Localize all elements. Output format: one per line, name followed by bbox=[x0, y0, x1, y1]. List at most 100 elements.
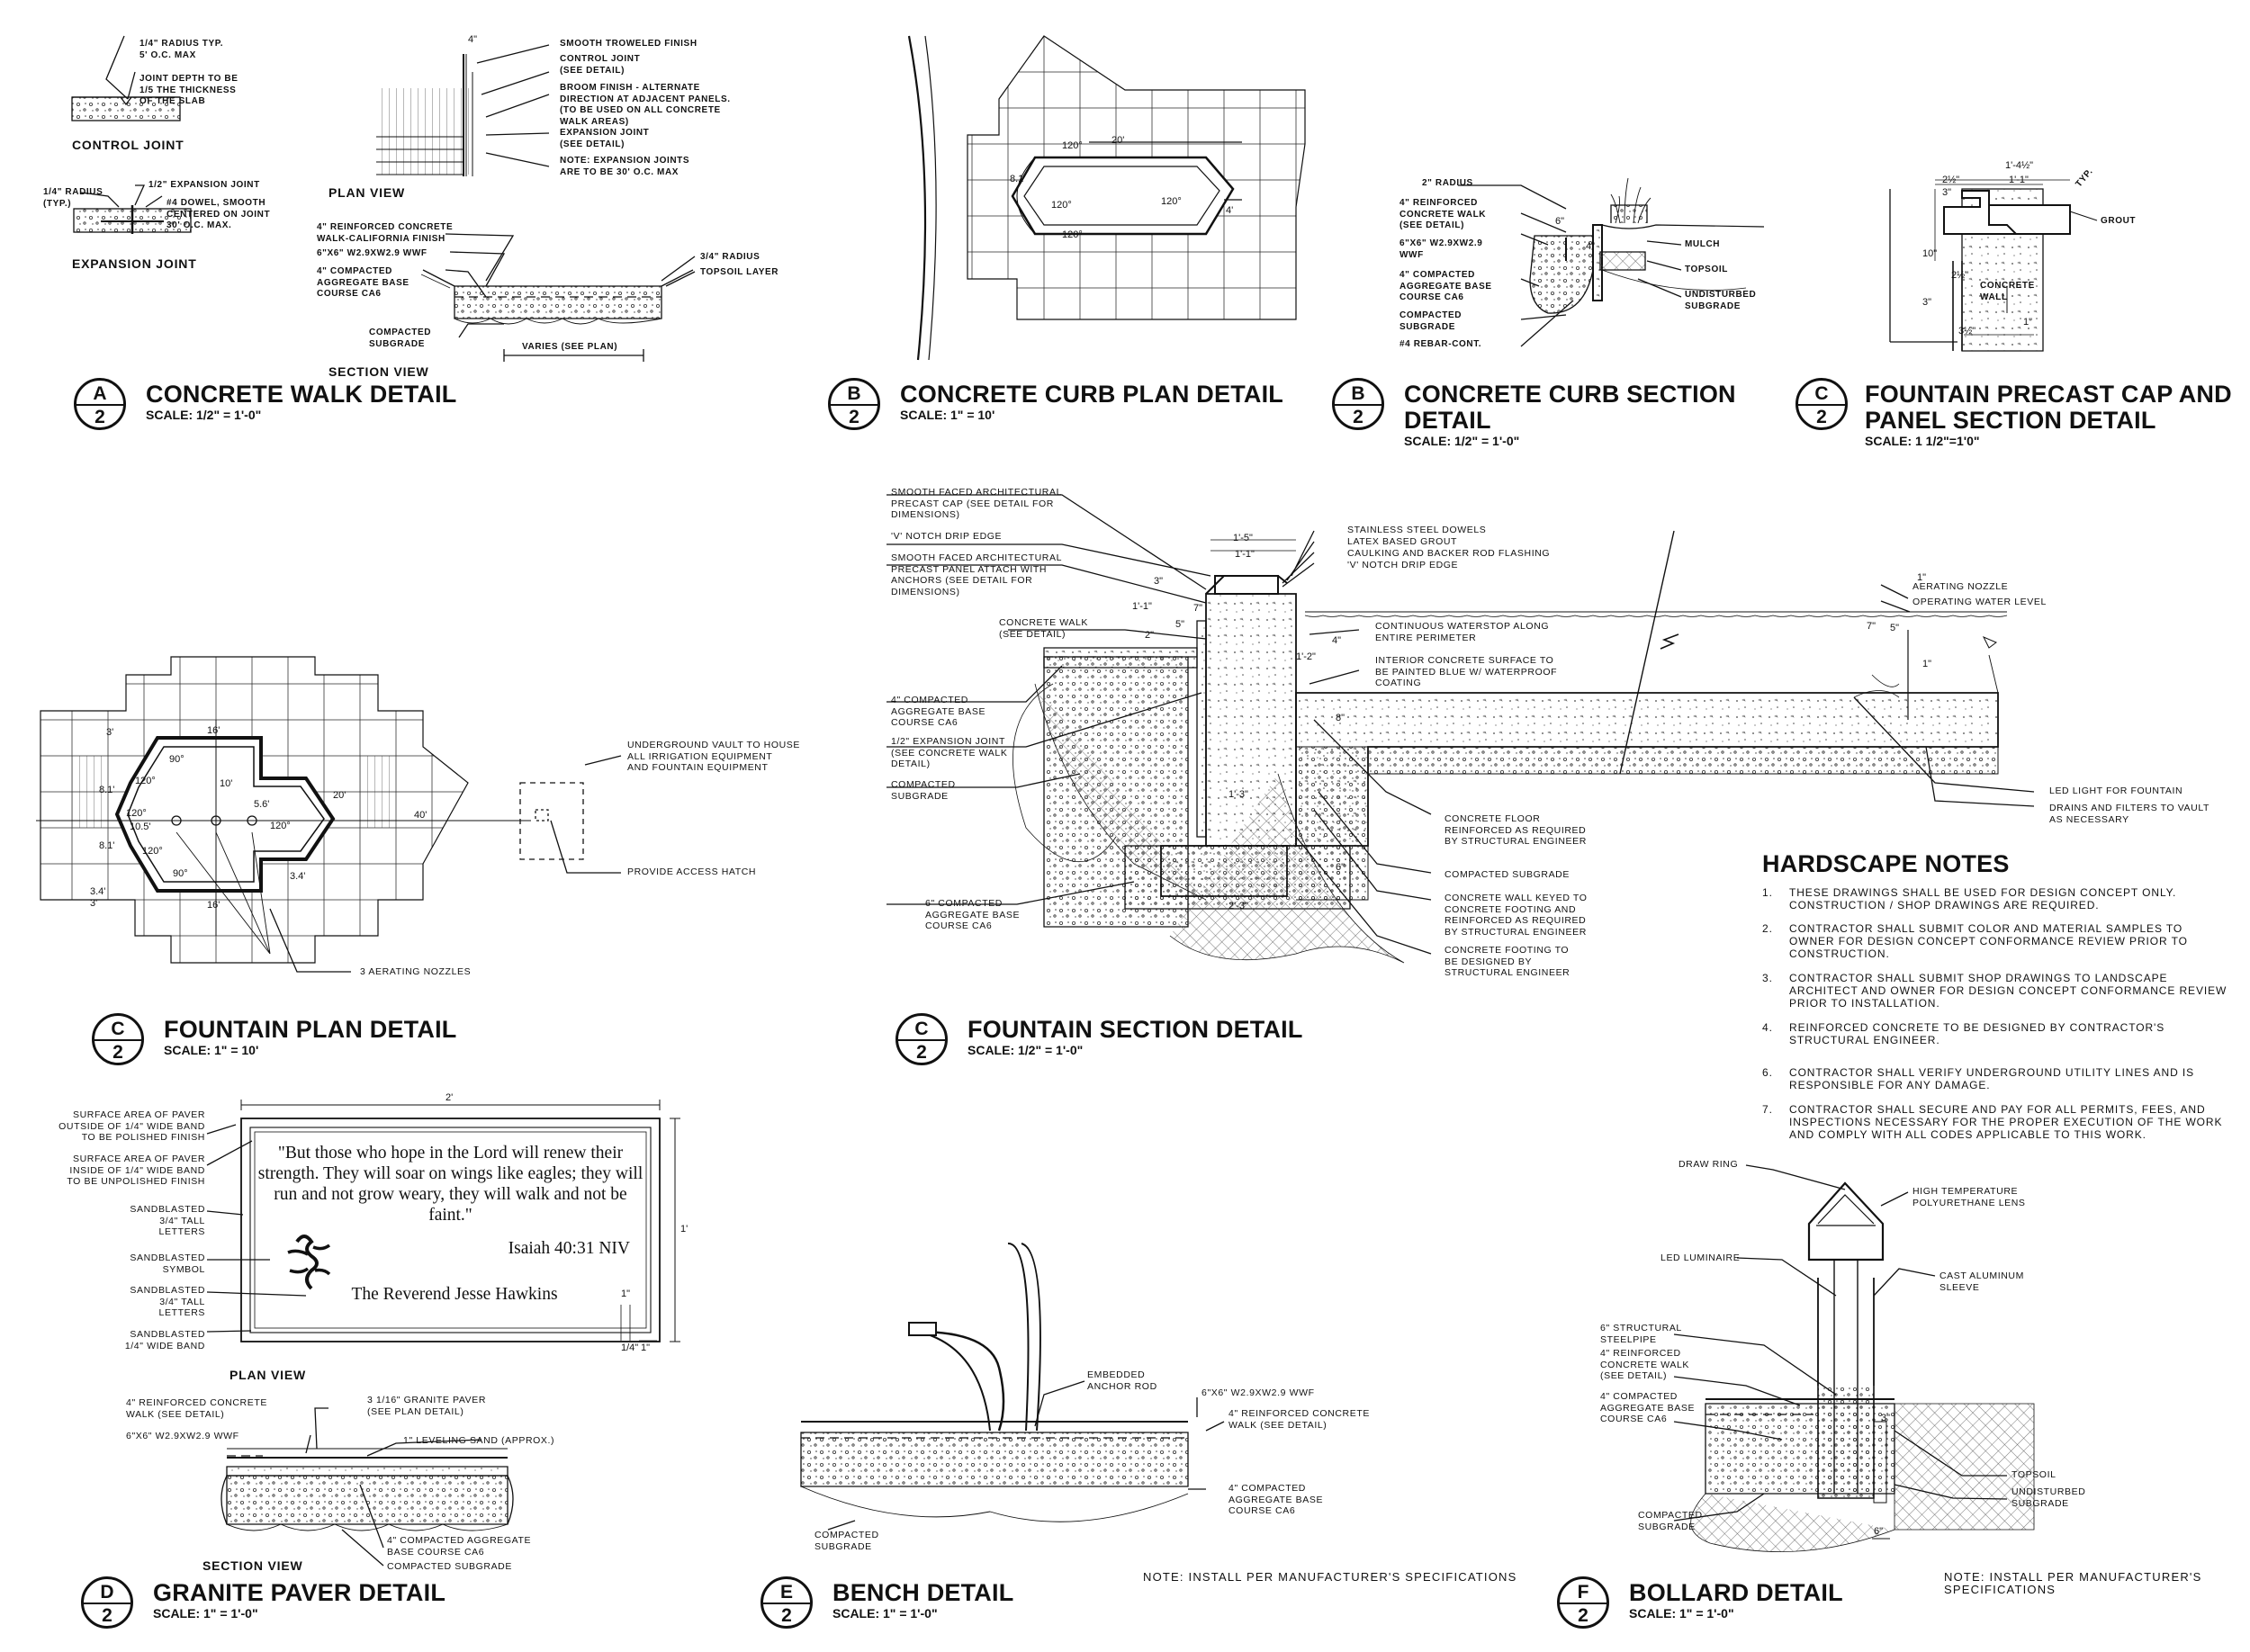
d-dim-14: 1/4" bbox=[621, 1342, 639, 1353]
d-symbol-label: SANDBLASTED SYMBOL bbox=[130, 1252, 205, 1275]
cap-dim-2: 1'-1" bbox=[2009, 175, 2029, 185]
plan-dim-81a: 8.1' bbox=[99, 785, 115, 795]
b-angle-a: 120° bbox=[1062, 140, 1083, 151]
dowel-label: #4 DOWEL, SMOOTH CENTERED ON JOINT 30' O… bbox=[166, 198, 271, 230]
f-walk-label: 4" REINFORCED CONCRETE WALK (SEE DETAIL) bbox=[1600, 1348, 1690, 1381]
f-undisturbed-label: UNDISTURBED SUBGRADE bbox=[2012, 1486, 2086, 1509]
d-letters2-label: SANDBLASTED 3/4" TALL LETTERS bbox=[130, 1285, 205, 1318]
d-section-view-caption: SECTION VIEW bbox=[202, 1558, 303, 1573]
radius-typ-label: 1/4" RADIUS TYP. 5' O.C. MAX bbox=[140, 39, 224, 60]
note-item: 6.CONTRACTOR SHALL VERIFY UNDERGROUND UT… bbox=[1762, 1066, 2195, 1091]
b-dim-20: 20' bbox=[1112, 135, 1125, 146]
a-subgrade-label: COMPACTED SUBGRADE bbox=[369, 328, 432, 349]
note-item: 1.THESE DRAWINGS SHALL BE USED FOR DESIG… bbox=[1762, 886, 2177, 911]
e-anchor-label: EMBEDDED ANCHOR ROD bbox=[1087, 1369, 1157, 1392]
a-section-view-caption: SECTION VIEW bbox=[328, 364, 429, 379]
a-dim-4: 4" bbox=[468, 34, 478, 45]
f-dim-6: 6" bbox=[1874, 1526, 1884, 1537]
sec-floor-label: CONCRETE FLOOR REINFORCED AS REQUIRED BY… bbox=[1444, 813, 1587, 847]
plan-dim-34a: 3.4' bbox=[290, 871, 306, 882]
b-sub-label: COMPACTED SUBGRADE bbox=[1400, 310, 1462, 332]
b-angle-d: 120° bbox=[1062, 229, 1083, 240]
f-led-label: LED LUMINAIRE bbox=[1660, 1252, 1741, 1263]
sec-dowels-label: STAINLESS STEEL DOWELS bbox=[1347, 525, 1487, 535]
sec-dim-1b: 1" bbox=[1922, 659, 1932, 669]
cap-dim-4: 3" bbox=[1942, 187, 1952, 198]
sec-dim-6: 6" bbox=[1336, 862, 1346, 873]
a-wwf-label: 6"X6" W2.9XW2.9 WWF bbox=[317, 248, 428, 258]
a-aggregate-label: 4" COMPACTED AGGREGATE BASE COURSE CA6 bbox=[317, 266, 410, 299]
sec-keyed-label: CONCRETE WALL KEYED TO CONCRETE FOOTING … bbox=[1444, 893, 1588, 938]
sec-footing-label: CONCRETE FOOTING TO BE DESIGNED BY STRUC… bbox=[1444, 945, 1570, 978]
sec-dim-7: 7" bbox=[1193, 603, 1203, 614]
paver-citation: Isaiah 40:31 NIV bbox=[508, 1239, 630, 1258]
d-walk-label: 4" REINFORCED CONCRETE WALK (SEE DETAIL) bbox=[126, 1397, 267, 1420]
d-sand-label: 1" LEVELING SAND (APPROX.) bbox=[403, 1435, 555, 1446]
f-sleeve-label: CAST ALUMINUM SLEEVE bbox=[1940, 1270, 2024, 1293]
d-agg-label: 4" COMPACTED AGGREGATE BASE COURSE CA6 bbox=[387, 1535, 532, 1558]
plan-angle-120c: 120° bbox=[142, 846, 163, 857]
sec-dim-1a: 1" bbox=[1917, 572, 1927, 583]
sec-walk-label: CONCRETE WALK (SEE DETAIL) bbox=[999, 617, 1089, 640]
plan-angle-90a: 90° bbox=[169, 754, 184, 765]
sec-dim-4: 4" bbox=[1332, 635, 1342, 646]
d-wwf-label: 6"X6" W2.9XW2.9 WWF bbox=[126, 1431, 239, 1441]
cap-dim-6: 2½" bbox=[1951, 270, 1969, 281]
plan-dim-40: 40' bbox=[414, 810, 428, 821]
b-dim-6: 6" bbox=[1555, 216, 1565, 227]
note-item: 3.CONTRACTOR SHALL SUBMIT SHOP DRAWINGS … bbox=[1762, 972, 2228, 1010]
sec-expj-label: 1/2" EXPANSION JOINT (SEE CONCRETE WALK … bbox=[891, 736, 1008, 769]
e-sub-label: COMPACTED SUBGRADE bbox=[814, 1530, 879, 1552]
f-pipe-label: 6" STRUCTURAL STEELPIPE bbox=[1600, 1323, 1682, 1345]
sec-dim-3: 3" bbox=[1154, 576, 1164, 587]
note-expansion-label: NOTE: EXPANSION JOINTS ARE TO BE 30' O.C… bbox=[560, 156, 690, 177]
plan-dim-16a: 16' bbox=[207, 725, 220, 736]
a-plan-view-caption: PLAN VIEW bbox=[328, 185, 405, 200]
sec-waterstop-label: CONTINUOUS WATERSTOP ALONG ENTIRE PERIME… bbox=[1375, 621, 1550, 643]
plan-dim-34b: 3.4' bbox=[90, 886, 106, 897]
sec-agg6-label: 6" COMPACTED AGGREGATE BASE COURSE CA6 bbox=[925, 898, 1021, 931]
d-polished-label: SURFACE AREA OF PAVER OUTSIDE OF 1/4" WI… bbox=[58, 1109, 205, 1143]
sec-dim-5b: 5" bbox=[1890, 623, 1900, 633]
b-rebar-label: #4 REBAR-CONT. bbox=[1400, 339, 1482, 349]
plan-dim-105: 10.5' bbox=[130, 822, 151, 832]
sec-agg-label: 4" COMPACTED AGGREGATE BASE COURSE CA6 bbox=[891, 695, 986, 728]
cap-dim-1: 1'-4½" bbox=[2005, 160, 2034, 171]
c-cap-detail-title: FOUNTAIN PRECAST CAP AND PANEL SECTION D… bbox=[1865, 381, 2232, 449]
d-plan-view-caption: PLAN VIEW bbox=[230, 1368, 306, 1382]
b-mulch-label: MULCH bbox=[1685, 239, 1721, 249]
d-letters1-label: SANDBLASTED 3/4" TALL LETTERS bbox=[130, 1204, 205, 1237]
granite-paver-plan bbox=[206, 1100, 680, 1342]
plan-dim-16b: 16' bbox=[207, 900, 220, 911]
cap-dim-9: 1" bbox=[2023, 317, 2033, 328]
sec-panel-label: SMOOTH FACED ARCHITECTURAL PRECAST PANEL… bbox=[891, 552, 1063, 597]
expansion-joint-label: EXPANSION JOINT (SEE DETAIL) bbox=[560, 128, 650, 149]
paver-quote: "But those who hope in the Lord will ren… bbox=[257, 1144, 644, 1225]
curb-plan-drawing bbox=[907, 35, 1306, 361]
smooth-finish-label: SMOOTH TROWELED FINISH bbox=[560, 39, 698, 49]
b-angle-c: 120° bbox=[1161, 196, 1182, 207]
e-walk-label: 4" REINFORCED CONCRETE WALK (SEE DETAIL) bbox=[1228, 1408, 1370, 1431]
d-dim-2: 2' bbox=[446, 1092, 454, 1103]
plan-angle-120d: 120° bbox=[270, 821, 291, 831]
control-joint-caption: CONTROL JOINT bbox=[72, 138, 184, 152]
sec-vnotch-label: 'V' NOTCH DRIP EDGE bbox=[891, 531, 1003, 542]
nozzles-label: 3 AERATING NOZZLES bbox=[360, 966, 472, 977]
sec-dim-23: 2'-3" bbox=[1228, 901, 1248, 911]
f-note: NOTE: INSTALL PER MANUFACTURER'S SPECIFI… bbox=[1944, 1570, 2202, 1596]
cap-dim-3: 2½" bbox=[1942, 175, 1960, 185]
sec-dim-13: 1'-3" bbox=[1228, 789, 1248, 800]
radius34-label: 3/4" RADIUS bbox=[700, 252, 760, 262]
expansion-joint-sketch bbox=[73, 184, 192, 234]
cap-dim-7: 3" bbox=[1922, 297, 1932, 308]
f-agg-label: 4" COMPACTED AGGREGATE BASE COURSE CA6 bbox=[1600, 1391, 1696, 1424]
curb-section-drawing bbox=[1458, 177, 1765, 347]
b-dim-4: 4" bbox=[1586, 241, 1596, 252]
sec-interior-label: INTERIOR CONCRETE SURFACE TO BE PAINTED … bbox=[1375, 655, 1558, 688]
